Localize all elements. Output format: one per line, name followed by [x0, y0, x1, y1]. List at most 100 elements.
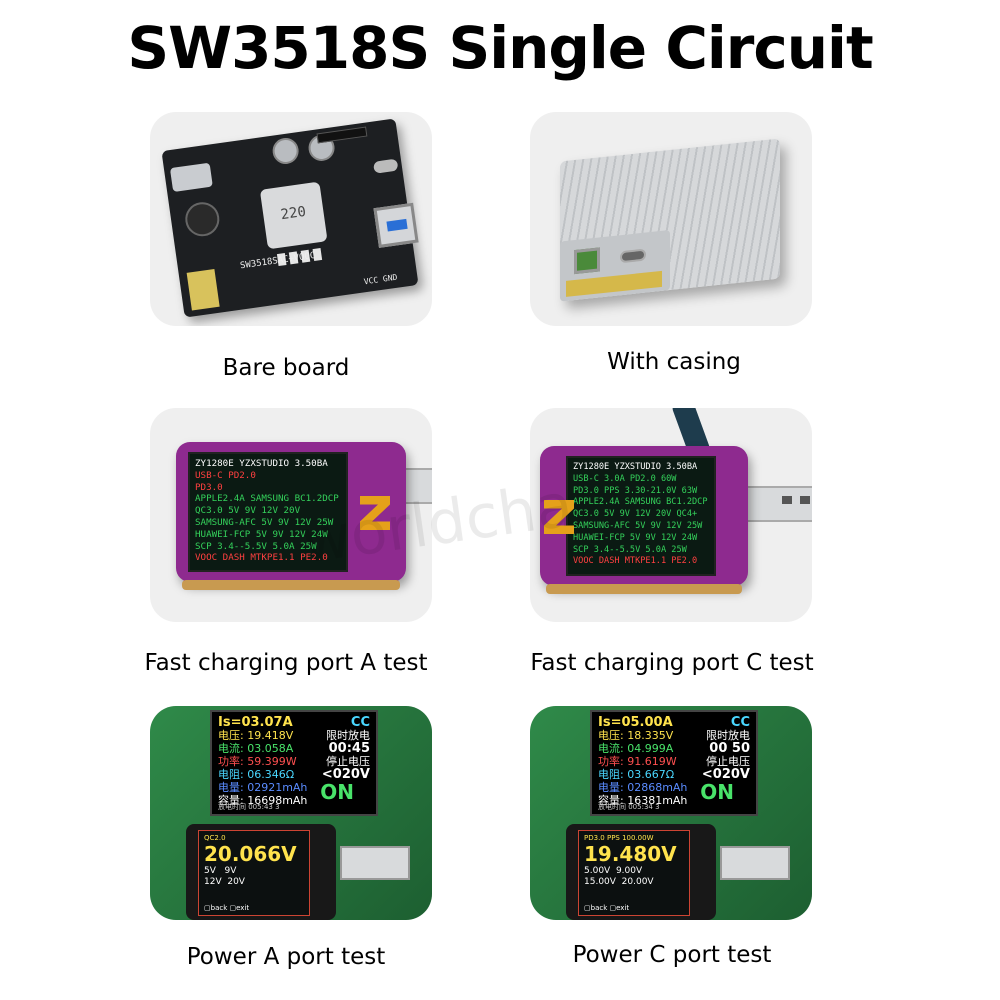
yellow-pad	[186, 269, 220, 311]
energy-reading: 电量: 02868mAh	[598, 781, 688, 794]
stop-voltage-label: 停止电压	[706, 755, 750, 768]
voltage-option: 5.00V	[584, 866, 611, 876]
power-reading: 功率: 59.399W	[218, 755, 297, 768]
voltage-option: 20.00V	[621, 877, 654, 887]
voltage-option: 12V	[204, 877, 222, 887]
resistance-reading: 电阻: 06.346Ω	[218, 768, 295, 781]
case-usb-a-port	[574, 247, 600, 275]
bare-board-photo: 220 SW3518SAC+VOOC VCC GND	[150, 112, 432, 326]
tester-screen: QC2.0 20.066V 5V 9V 12V 20V ▢back ▢exit	[198, 830, 310, 916]
case-front-face	[560, 230, 670, 302]
screen-line: QC3.0 5V 9V 12V 20V QC4+	[573, 509, 698, 520]
current-reading: 电流: 04.999A	[598, 742, 674, 755]
mode-label: CC	[730, 715, 750, 730]
screen-line: VOOC DASH MTKPE1.1 PE2.0	[573, 556, 698, 567]
screen-line: SAMSUNG-AFC 5V 9V 12V 25W	[573, 520, 703, 531]
timer-value: 00:45	[328, 741, 370, 756]
usb-tester: ZY1280E YZXSTUDIO 3.50BA USB-C PD2.0 PD3…	[176, 442, 406, 590]
inductor: 220	[259, 181, 328, 250]
screen-line: APPLE2.4A SAMSUNG BC1.2DCP	[195, 493, 339, 505]
inductor-label: 220	[279, 203, 308, 224]
usb-a-plug	[340, 846, 410, 880]
protocol-label: PD3.0 PPS 100.00W	[584, 834, 654, 842]
voltage-display: 20.066V	[204, 842, 297, 866]
screen-line: SCP 3.4--5.5V 5.0A 25W	[573, 544, 687, 555]
stop-voltage-label: 停止电压	[326, 755, 370, 768]
voltage-option: 9V	[224, 866, 237, 876]
caption-port-c-test: Fast charging port C test	[530, 650, 814, 676]
capacity-reading: 容量: 16381mAh	[598, 794, 688, 807]
caption-with-casing: With casing	[607, 349, 741, 375]
screen-line: USB-C 3.0A PD2.0 60W	[573, 473, 677, 484]
screen-line: HUAWEI-FCP 5V 9V 12V 24W	[195, 528, 328, 540]
screen-line: USB-C PD2.0	[195, 469, 256, 481]
discharge-time: 放电时间 005:43 3	[218, 803, 280, 811]
power-c-test-photo: Is=05.00A CC 电压: 18.335V 限时放电 电流: 04.999A 0…	[530, 706, 812, 920]
tester-edge	[546, 584, 742, 594]
usb-a-output-port	[373, 202, 419, 248]
voltage-display: 19.480V	[584, 842, 677, 866]
screen-line: PD3.0 PPS 3.30-21.0V 63W	[573, 485, 698, 496]
voltage-reading: 电压: 19.418V	[218, 729, 294, 742]
voltage-reading: 电压: 18.335V	[598, 729, 674, 742]
caption-port-a-test: Fast charging port A test	[144, 650, 428, 676]
screen-line: PD3.0	[195, 481, 223, 493]
usb-c-input-port	[169, 162, 213, 192]
usb-c-output-port	[373, 158, 399, 174]
current-setting: Is=05.00A	[598, 715, 673, 730]
tester-screen: ZY1280E YZXSTUDIO 3.50BA USB-C 3.0A PD2.…	[566, 456, 716, 576]
timer-label: 限时放电	[706, 729, 750, 742]
power-reading: 功率: 91.619W	[598, 755, 677, 768]
exit-label: exit	[616, 904, 630, 912]
board-pins-label: VCC GND	[363, 272, 398, 287]
caption-power-c-test: Power C port test	[572, 942, 772, 968]
status-on: ON	[700, 780, 734, 804]
screen-line: QC3.0 5V 9V 12V 20V	[195, 505, 301, 517]
screen-line: APPLE2.4A SAMSUNG BC1.2DCP	[573, 497, 708, 508]
capacitor-large	[183, 200, 222, 239]
voltage-option: 9.00V	[615, 866, 643, 876]
timer-value: 00 50	[709, 741, 750, 756]
current-setting: Is=03.07A	[218, 715, 293, 730]
tester-screen: ZY1280E YZXSTUDIO 3.50BA USB-C PD2.0 PD3…	[188, 452, 348, 572]
usb-a-tongue	[386, 218, 408, 232]
back-label: back	[590, 904, 608, 912]
mode-label: CC	[350, 715, 370, 730]
current-reading: 电流: 03.058A	[218, 742, 294, 755]
case-pcb-edge	[566, 270, 662, 297]
caption-bare-board: Bare board	[222, 355, 350, 381]
exit-label: exit	[236, 904, 250, 912]
protocol-label: QC2.0	[204, 834, 226, 842]
aluminum-case	[560, 138, 780, 302]
tester-edge	[182, 580, 400, 590]
capacitor	[270, 136, 301, 166]
voltage-option: 20V	[227, 877, 245, 887]
energy-reading: 电量: 02921mAh	[218, 781, 308, 794]
resistance-reading: 电阻: 03.667Ω	[598, 768, 675, 781]
usb-a-plug	[720, 846, 790, 880]
usb-a-plug	[740, 486, 812, 522]
case-usb-c-port	[620, 248, 646, 264]
pcb-board: 220 SW3518SAC+VOOC VCC GND	[161, 118, 419, 318]
back-label: back	[210, 904, 228, 912]
screen-line: ZY1280E YZXSTUDIO 3.50BA	[573, 462, 698, 472]
usb-tester: ZY1280E YZXSTUDIO 3.50BA USB-C 3.0A PD2.…	[540, 446, 748, 594]
discharge-time: 放电时间 005:34 3	[598, 803, 660, 811]
voltage-option: 15.00V	[584, 877, 616, 887]
usb-plug-hole	[800, 496, 810, 504]
stop-voltage-value: <020V	[321, 767, 370, 782]
status-on: ON	[320, 780, 354, 804]
screen-line: ZY1280E YZXSTUDIO 3.50BA	[195, 458, 328, 469]
port-a-test-photo: ZY1280E YZXSTUDIO 3.50BA USB-C PD2.0 PD3…	[150, 408, 432, 622]
caption-power-a-test: Power A port test	[186, 944, 386, 970]
page-title: SW3518S Single Circuit	[127, 14, 873, 82]
casing-photo	[530, 112, 812, 326]
screen-line: SCP 3.4--5.5V 5.0A 25W	[195, 540, 317, 552]
usb-plug-hole	[782, 496, 792, 504]
usb-tester: PD3.0 PPS 100.00W 19.480V 5.00V 9.00V 15…	[566, 824, 716, 920]
port-c-test-photo: ZY1280E YZXSTUDIO 3.50BA USB-C 3.0A PD2.…	[530, 408, 812, 622]
voltage-option: 5V	[204, 866, 216, 876]
timer-label: 限时放电	[326, 729, 370, 742]
stop-voltage-value: <020V	[701, 767, 750, 782]
power-a-test-photo: Is=03.07A CC 电压: 19.418V 限时放电 电流: 03.058A 0…	[150, 706, 432, 920]
